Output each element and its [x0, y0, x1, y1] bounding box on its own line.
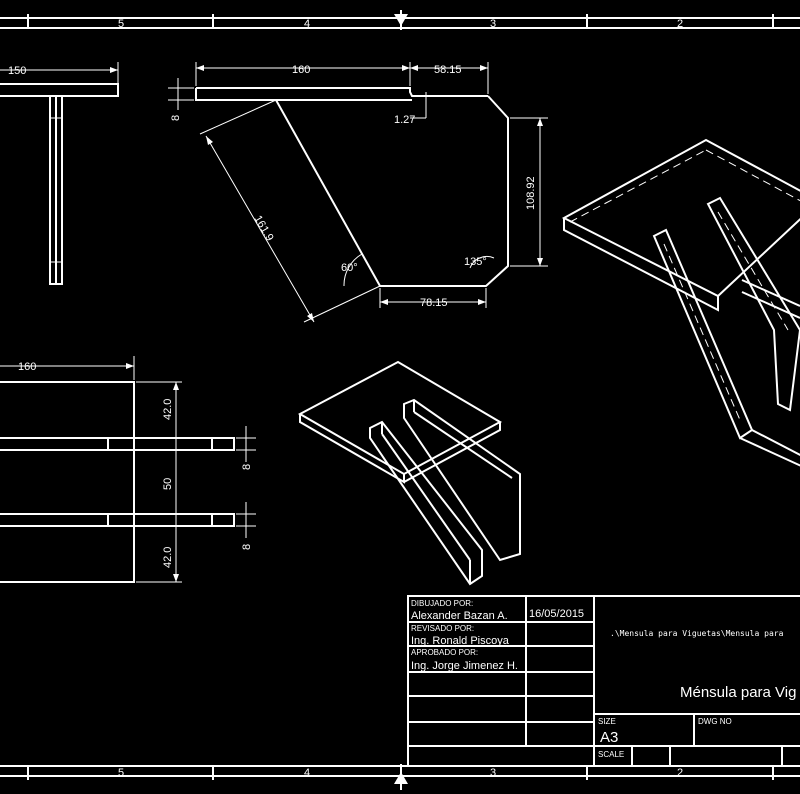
- zone-label-top-2: 2: [677, 18, 683, 30]
- front-dim-1-27: 1.27: [394, 114, 415, 126]
- tb-reviewed-name: Ing. Ronald Piscoya: [411, 635, 510, 647]
- top-dim-8-a: 8: [241, 464, 253, 470]
- isometric-view-large: [561, 138, 800, 467]
- zone-label-bottom-2: 2: [677, 767, 683, 779]
- front-dim-160: 160: [292, 64, 310, 76]
- front-angle-135: 135°: [464, 256, 487, 268]
- tb-size-label: SIZE: [598, 717, 616, 726]
- zone-label-top-4: 4: [304, 18, 310, 30]
- sheet-border: [0, 10, 800, 790]
- tb-drawn-label: DIBUJADO POR:: [411, 599, 473, 608]
- top-view: [0, 356, 256, 583]
- tb-drawn-name: Alexander Bazan A.: [411, 610, 508, 622]
- side-view: [0, 62, 119, 285]
- top-dim-160: 160: [18, 361, 36, 373]
- top-dim-42-lower: 42.0: [162, 547, 174, 568]
- side-view-width-dim: 150: [8, 65, 26, 77]
- tb-file-path: .\Mensula para Viguetas\Mensula para: [610, 629, 784, 638]
- tb-approved-name: Ing. Jorge Jimenez H.: [411, 660, 518, 672]
- front-dim-78-15: 78.15: [420, 297, 448, 309]
- top-dim-50: 50: [162, 478, 174, 490]
- centering-mark-top: [394, 10, 408, 30]
- tb-size-value: A3: [600, 729, 618, 746]
- top-dim-8-b: 8: [241, 544, 253, 550]
- front-dim-58-15: 58.15: [434, 64, 462, 76]
- front-dim-161-9: 161.9: [251, 214, 275, 244]
- top-dim-42-upper: 42.0: [162, 399, 174, 420]
- zone-label-bottom-3: 3: [490, 767, 496, 779]
- tb-dwg-label: DWG NO: [698, 717, 732, 726]
- zone-label-top-5: 5: [118, 18, 124, 30]
- zone-label-top-3: 3: [490, 18, 496, 30]
- tb-approved-label: APROBADO POR:: [411, 648, 478, 657]
- zone-label-bottom-4: 4: [304, 767, 310, 779]
- tb-drawn-date: 16/05/2015: [529, 608, 584, 620]
- tb-scale-label: SCALE: [598, 750, 624, 759]
- zone-label-bottom-5: 5: [118, 767, 124, 779]
- tb-title: Ménsula para Vig: [680, 684, 796, 701]
- front-dim-108-92: 108.92: [525, 176, 537, 210]
- centering-mark-bottom: [394, 764, 408, 790]
- front-dim-thickness: 8: [170, 115, 182, 121]
- isometric-view-small: [297, 360, 521, 586]
- front-angle-60: 60°: [341, 262, 358, 274]
- tb-reviewed-label: REVISADO POR:: [411, 624, 474, 633]
- front-view: [168, 62, 548, 323]
- title-block: [407, 595, 800, 767]
